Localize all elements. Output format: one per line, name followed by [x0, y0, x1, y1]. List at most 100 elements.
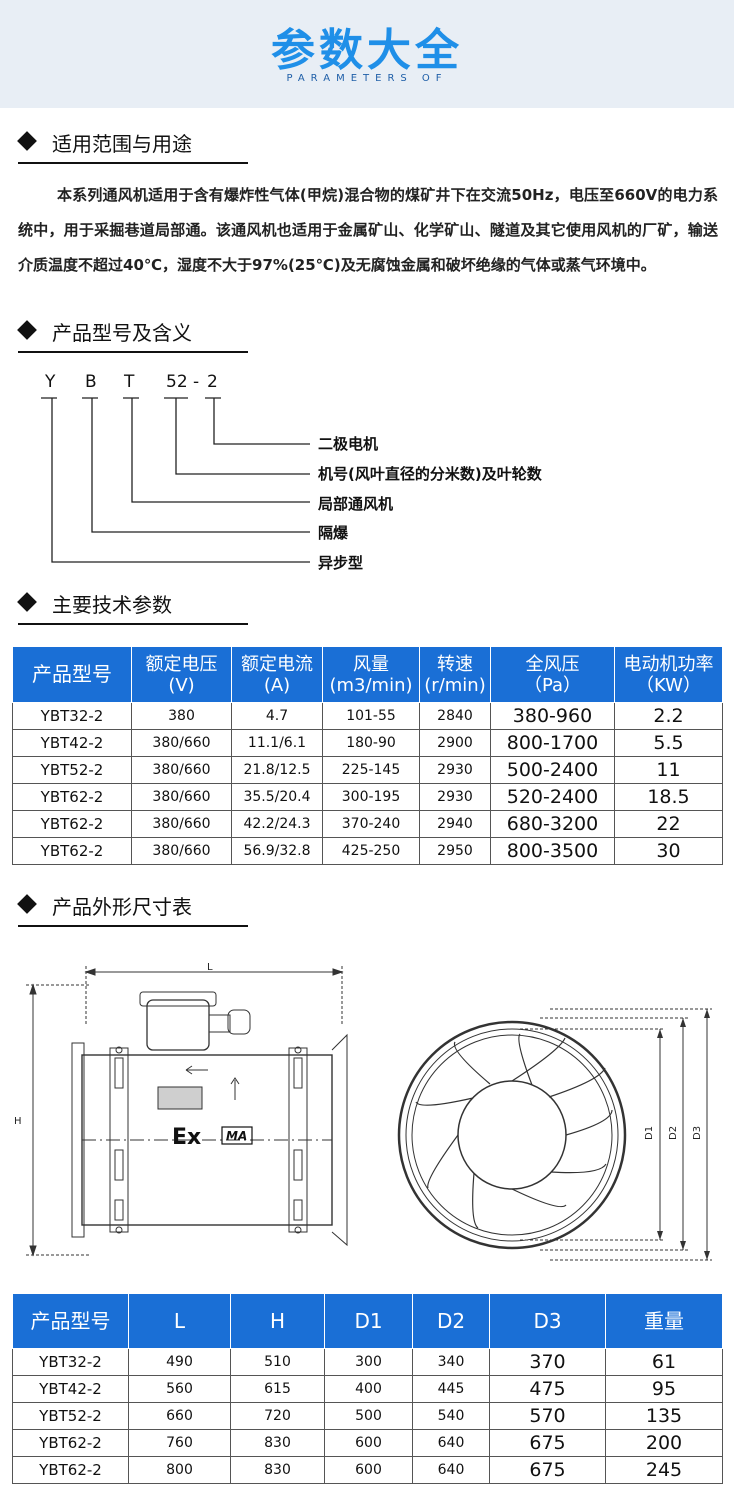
dim-label-h: H — [14, 1116, 22, 1127]
table-cell: 830 — [230, 1456, 325, 1484]
ma-mark: MA — [226, 1129, 247, 1143]
table-cell: 35.5/20.4 — [231, 783, 323, 811]
table-cell: 570 — [489, 1402, 606, 1430]
fan-blades — [415, 1033, 613, 1229]
table-cell: 2.2 — [614, 702, 723, 730]
table-cell: 830 — [230, 1429, 325, 1457]
table-cell: 370-240 — [322, 810, 420, 838]
tech-params-table: 产品型号 额定电压(V) 额定电流(A) 风量(m3/min) 转速(r/min… — [12, 646, 723, 865]
table-cell: YBT62-2 — [12, 1456, 129, 1484]
table-cell: YBT32-2 — [12, 702, 132, 730]
table-cell: YBT62-2 — [12, 783, 132, 811]
table-cell: 560 — [128, 1375, 231, 1403]
table-cell: 95 — [605, 1375, 723, 1403]
column-header: 额定电压(V) — [131, 646, 232, 703]
table-cell: 2950 — [419, 837, 491, 865]
table-cell: 540 — [412, 1402, 490, 1430]
table-cell: 18.5 — [614, 783, 723, 811]
column-header: 转速(r/min) — [419, 646, 491, 703]
section-title: 产品型号及含义 — [52, 321, 192, 345]
table-cell: 425-250 — [322, 837, 420, 865]
table-cell: 245 — [605, 1456, 723, 1484]
table-cell: 400 — [324, 1375, 413, 1403]
table-cell: 800-1700 — [490, 729, 615, 757]
section-title: 适用范围与用途 — [52, 132, 192, 156]
table-cell: YBT62-2 — [12, 1429, 129, 1457]
model-code-number: 52 — [166, 372, 188, 392]
intro-paragraph: 本系列通风机适用于含有爆炸性气体(甲烷)混合物的煤矿井下在交流50Hz，电压至6… — [18, 178, 718, 283]
table-cell: 2900 — [419, 729, 491, 757]
table-cell: 800-3500 — [490, 837, 615, 865]
table-cell: 61 — [605, 1348, 723, 1376]
heading-underline — [18, 162, 248, 164]
table-cell: 615 — [230, 1375, 325, 1403]
table-cell: 640 — [412, 1456, 490, 1484]
table-cell: 380/660 — [131, 837, 232, 865]
table-cell: YBT52-2 — [12, 756, 132, 784]
model-code-leader-lines — [41, 397, 310, 563]
table-cell: YBT32-2 — [12, 1348, 129, 1376]
table-cell: 300-195 — [322, 783, 420, 811]
column-header: 产品型号 — [12, 646, 132, 703]
table-cell: 42.2/24.3 — [231, 810, 323, 838]
column-header: 电动机功率（KW） — [614, 646, 723, 703]
model-code-pole: 2 — [207, 372, 218, 392]
section-heading-tech: 主要技术参数 — [17, 585, 248, 625]
table-cell: 30 — [614, 837, 723, 865]
heading-underline — [18, 925, 248, 927]
table-cell: YBT42-2 — [12, 1375, 129, 1403]
column-header: D1 — [324, 1293, 413, 1349]
model-code-b: B — [85, 372, 97, 392]
table-cell: 180-90 — [322, 729, 420, 757]
table-cell: 680-3200 — [490, 810, 615, 838]
table-header-row: 产品型号 额定电压(V) 额定电流(A) 风量(m3/min) 转速(r/min… — [12, 646, 723, 703]
diamond-bullet-icon — [17, 320, 37, 340]
column-header: H — [230, 1293, 325, 1349]
column-header: D3 — [489, 1293, 606, 1349]
dim-label-d1: D1 — [644, 1126, 655, 1140]
model-meaning-pole: 二极电机 — [318, 435, 379, 453]
table-cell: 660 — [128, 1402, 231, 1430]
table-cell: 225-145 — [322, 756, 420, 784]
table-cell: 380/660 — [131, 729, 232, 757]
diamond-bullet-icon — [17, 592, 37, 612]
table-cell: 380-960 — [490, 702, 615, 730]
section-heading-scope: 适用范围与用途 — [17, 124, 248, 164]
header-banner: 参数大全 PARAMETERS OF — [0, 0, 734, 108]
table-cell: 600 — [324, 1429, 413, 1457]
model-code-t: T — [124, 372, 135, 392]
table-cell: 760 — [128, 1429, 231, 1457]
table-cell: 490 — [128, 1348, 231, 1376]
table-cell: 520-2400 — [490, 783, 615, 811]
table-cell: 475 — [489, 1375, 606, 1403]
column-header: 全风压（Pa） — [490, 646, 615, 703]
table-cell: 720 — [230, 1402, 325, 1430]
table-cell: 370 — [489, 1348, 606, 1376]
table-cell: 500 — [324, 1402, 413, 1430]
model-meaning-async: 异步型 — [318, 554, 364, 572]
table-cell: 600 — [324, 1456, 413, 1484]
column-header: D2 — [412, 1293, 490, 1349]
column-header: 产品型号 — [12, 1293, 129, 1349]
section-title: 主要技术参数 — [52, 593, 172, 617]
table-cell: YBT52-2 — [12, 1402, 129, 1430]
table-cell: 135 — [605, 1402, 723, 1430]
table-cell: 11.1/6.1 — [231, 729, 323, 757]
column-header: 重量 — [605, 1293, 723, 1349]
dim-label-l: L — [207, 962, 213, 973]
heading-underline — [18, 623, 248, 625]
table-cell: YBT62-2 — [12, 810, 132, 838]
table-cell: 200 — [605, 1429, 723, 1457]
heading-underline — [18, 351, 248, 353]
table-cell: 2930 — [419, 756, 491, 784]
